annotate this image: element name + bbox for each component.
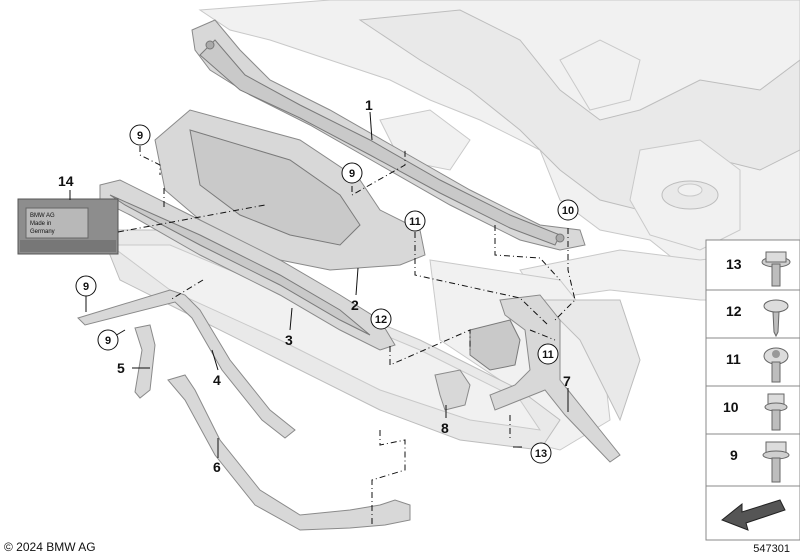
svg-text:9: 9 [349,168,355,180]
label-plate-line: Germany [30,229,55,235]
diagram-id: 547301 [753,543,790,555]
part-14-label-plate: BMW AG Made in Germany [17,198,119,255]
copyright-text: © 2024 BMW AG [4,540,96,554]
svg-text:9: 9 [730,447,738,463]
callout-9-circle: 9 [129,124,151,146]
callout-11-circle: 11 [537,343,559,365]
label-plate-line: BMW AG [30,213,55,219]
torx-collar-screw-icon [763,347,789,383]
legend-item-10: 10 [723,393,788,431]
legend-item-9: 9 [730,441,790,483]
part-4-strut [77,289,296,439]
callout-labels: 1 2 3 4 5 6 7 8 14 [58,97,571,475]
svg-text:9: 9 [105,335,111,347]
legend-item-12: 12 [726,299,789,338]
hex-bolt-icon [762,441,790,483]
part-2-underbody-shield [154,109,426,271]
callout-9-circle: 9 [75,275,97,297]
svg-text:11: 11 [542,349,554,361]
callout-2: 2 [351,297,359,313]
svg-text:9: 9 [137,130,143,142]
callout-10-circle: 10 [557,199,579,221]
svg-text:11: 11 [726,351,741,367]
part-6-long-strut [167,374,411,531]
hex-flange-bolt-icon [761,251,791,287]
part-8-small-bracket [434,369,471,411]
legend-item-11: 11 [726,347,789,383]
arrow-back-icon[interactable] [705,485,800,541]
dash-dot-guide-lines [117,146,576,525]
callout-8: 8 [441,420,449,436]
callout-12-circle: 12 [370,308,392,330]
callout-4: 4 [213,372,221,388]
circled-callouts: 9 9 9 9 10 11 11 12 [75,124,579,464]
callout-11-circle: 11 [404,210,426,232]
part-5-bracket [134,324,156,399]
torx-bolt-icon [764,393,788,431]
callout-6: 6 [213,459,221,475]
callout-14: 14 [58,173,74,189]
callout-3: 3 [285,332,293,348]
svg-text:13: 13 [535,448,547,460]
callout-7: 7 [563,373,571,389]
svg-text:11: 11 [409,216,421,228]
part-3-lower-cross-member [99,179,396,351]
fastener-legend: 13 12 11 10 [705,239,800,541]
part-1-upper-cross-member [191,19,586,251]
svg-text:13: 13 [726,256,742,272]
svg-text:10: 10 [562,205,574,217]
callout-13-circle: 13 [530,442,552,464]
callout-9-circle: 9 [341,162,363,184]
svg-text:9: 9 [83,281,89,293]
svg-text:10: 10 [723,399,739,415]
part-7-side-bracket [469,294,621,463]
svg-text:12: 12 [375,314,387,326]
callout-5: 5 [117,360,125,376]
label-plate-line: Made in [30,221,51,227]
pan-head-screw-icon [763,299,789,338]
callout-1: 1 [365,97,373,113]
callout-9-circle: 9 [97,329,119,351]
svg-text:12: 12 [726,303,742,319]
legend-item-13: 13 [726,251,791,287]
